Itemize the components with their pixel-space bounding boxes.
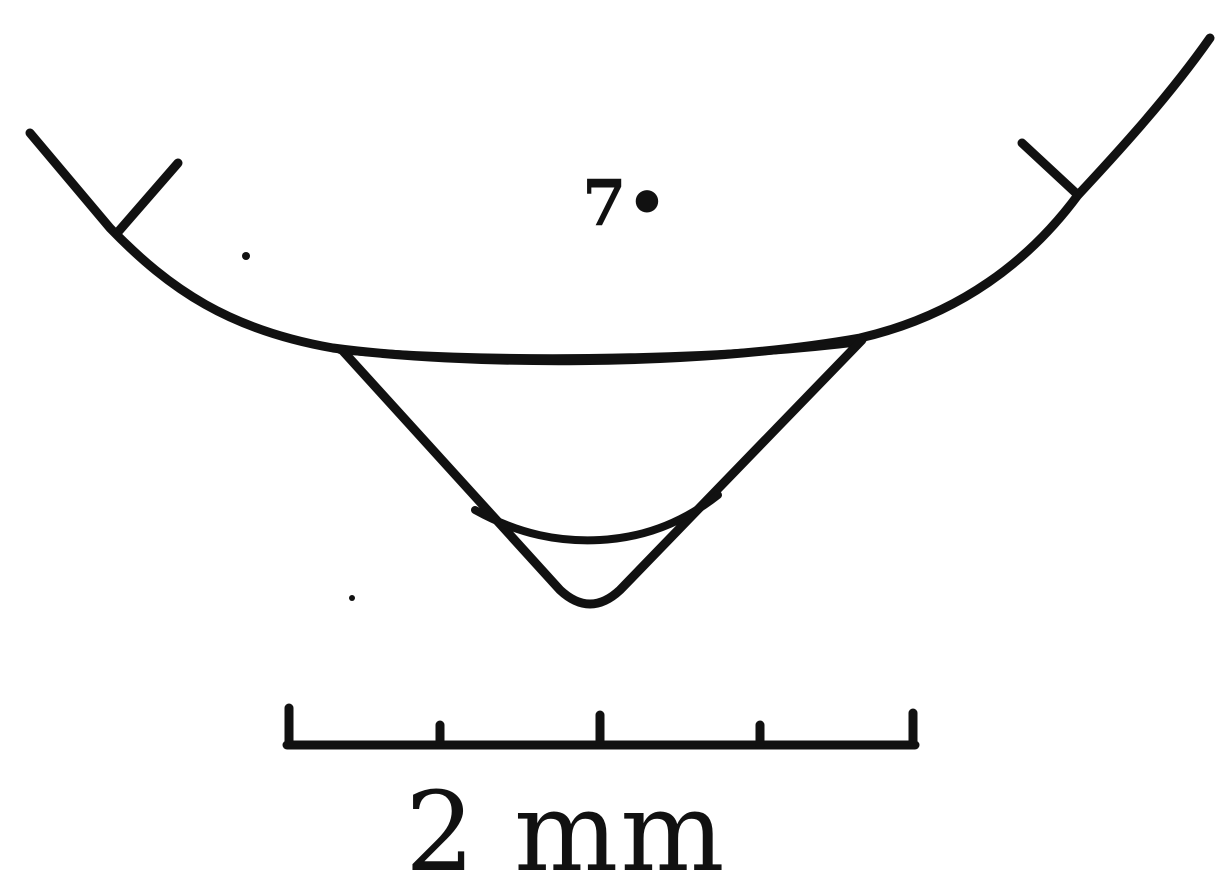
figure-label: 7• (582, 166, 667, 241)
lobe-inner-curve (471, 491, 722, 545)
scale-bar-label: 2 mm (405, 768, 727, 888)
lobe-upper-chord (336, 338, 864, 363)
right-spine (1017, 138, 1083, 200)
lobe-outline (337, 335, 867, 609)
left-spine (113, 158, 183, 237)
speck-dot (242, 252, 250, 260)
speck-dot (349, 595, 355, 601)
scale-bar (282, 703, 920, 750)
